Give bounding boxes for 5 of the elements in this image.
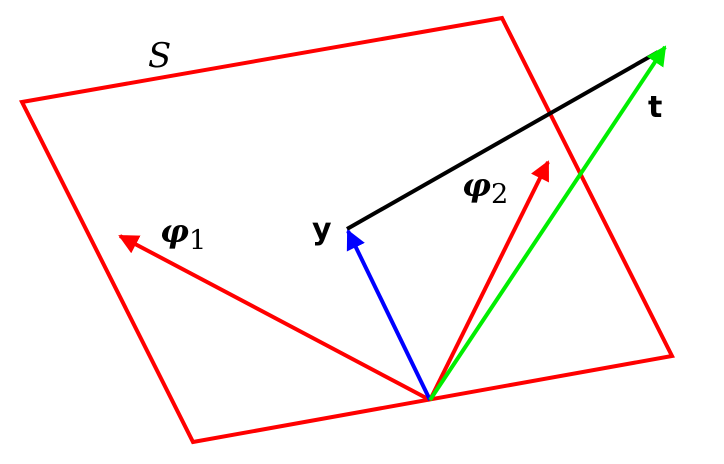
vector-label: t	[648, 90, 662, 125]
plane-label: S	[148, 36, 172, 76]
vector-label: φ$_{1}$	[160, 212, 206, 256]
vector-label: y	[312, 212, 332, 247]
vector-label: φ$_{2}$	[462, 166, 508, 210]
